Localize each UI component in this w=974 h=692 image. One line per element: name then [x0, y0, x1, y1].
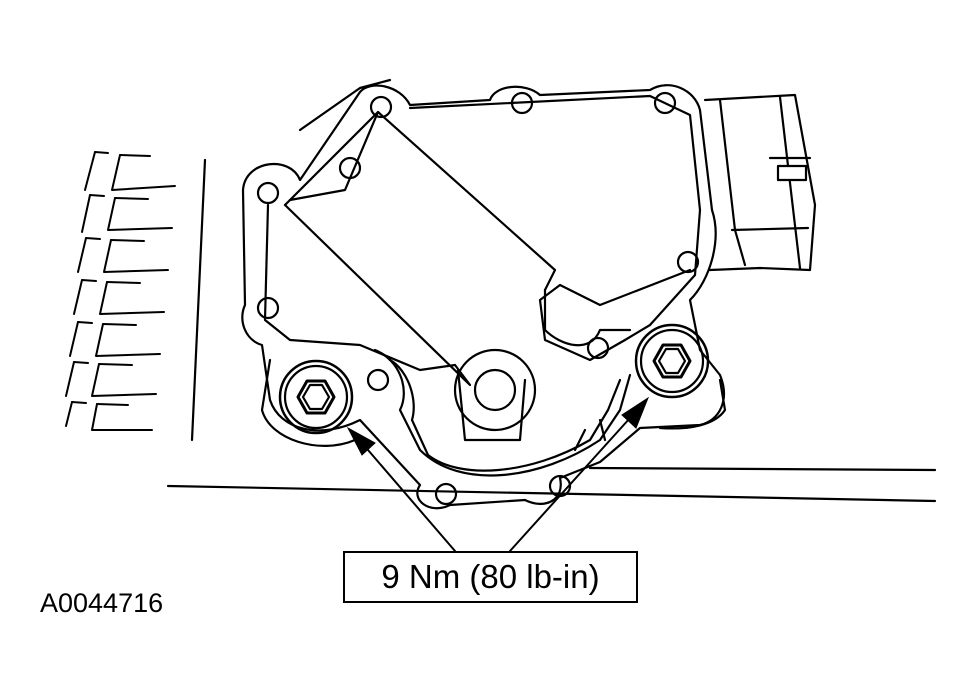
torque-callout: 9 Nm (80 lb-in) — [343, 551, 638, 603]
sensor-body — [241, 84, 727, 510]
figure-number: A0044716 — [40, 588, 164, 618]
cover-plate — [283, 110, 632, 442]
connector-housing — [703, 93, 817, 272]
mounting-holes — [256, 91, 700, 506]
leader-arrowheads — [346, 396, 650, 456]
shaft-boss — [453, 348, 537, 432]
case-surface-lines — [166, 78, 937, 503]
detent-rack — [65, 151, 176, 431]
left-bolt — [278, 359, 354, 435]
torque-specification: 9 Nm (80 lb-in) — [381, 558, 600, 595]
torque-leader-lines — [367, 417, 631, 552]
right-bolt — [634, 323, 710, 399]
